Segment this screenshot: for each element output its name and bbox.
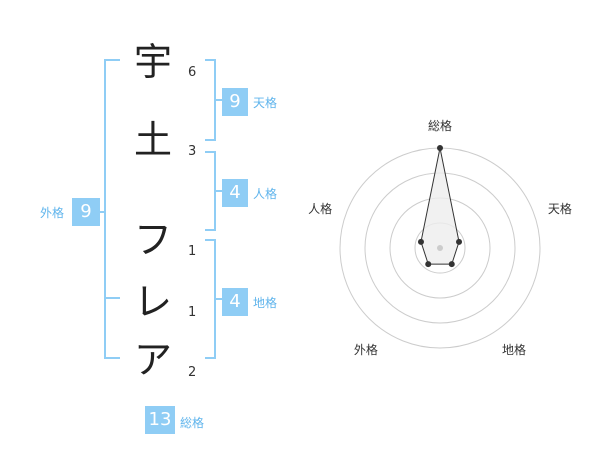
- name-char-4: レ: [133, 280, 172, 324]
- radar-points: [417, 145, 463, 268]
- radar-center-dot: [437, 245, 443, 251]
- chikaku-value: 4: [222, 288, 248, 316]
- name-char-1: 宇: [133, 40, 172, 84]
- chikaku-label: 地格: [253, 296, 278, 310]
- radar-point-3: [448, 261, 455, 268]
- gaikaku-value: 9: [72, 198, 100, 226]
- name-char-2: 土: [133, 118, 172, 162]
- radar-axis-label-2: 天格: [548, 201, 572, 216]
- tenkaku-label: 天格: [253, 96, 278, 110]
- radar-point-5: [417, 238, 424, 245]
- radar-point-1: [437, 145, 443, 151]
- name-char-5: ア: [133, 338, 172, 382]
- radar-axis-label-3: 地格: [502, 342, 526, 357]
- stroke-count-2: 3: [188, 144, 197, 159]
- radar-point-2: [456, 238, 463, 245]
- soukaku-label: 総格: [180, 416, 205, 430]
- soukaku-value: 13: [145, 406, 175, 434]
- radar-polygon: [420, 147, 460, 265]
- outer-bracket: [104, 59, 120, 359]
- radar-point-4: [425, 261, 432, 268]
- jinkaku-label: 人格: [253, 187, 278, 201]
- radar-axis-label-5: 人格: [308, 201, 332, 216]
- stroke-count-3: 1: [188, 244, 197, 259]
- gaikaku-label: 外格: [40, 206, 65, 220]
- tenkaku-value: 9: [222, 88, 248, 116]
- radar-polygon-group: [420, 147, 460, 265]
- stroke-count-1: 6: [188, 65, 197, 80]
- name-char-3: フ: [133, 218, 172, 262]
- stroke-count-4: 1: [188, 305, 197, 320]
- radar-axis-label-4: 外格: [354, 342, 378, 357]
- stroke-count-5: 2: [188, 365, 197, 380]
- radar-axis-label-1: 総格: [428, 118, 452, 133]
- jinkaku-value: 4: [222, 179, 248, 207]
